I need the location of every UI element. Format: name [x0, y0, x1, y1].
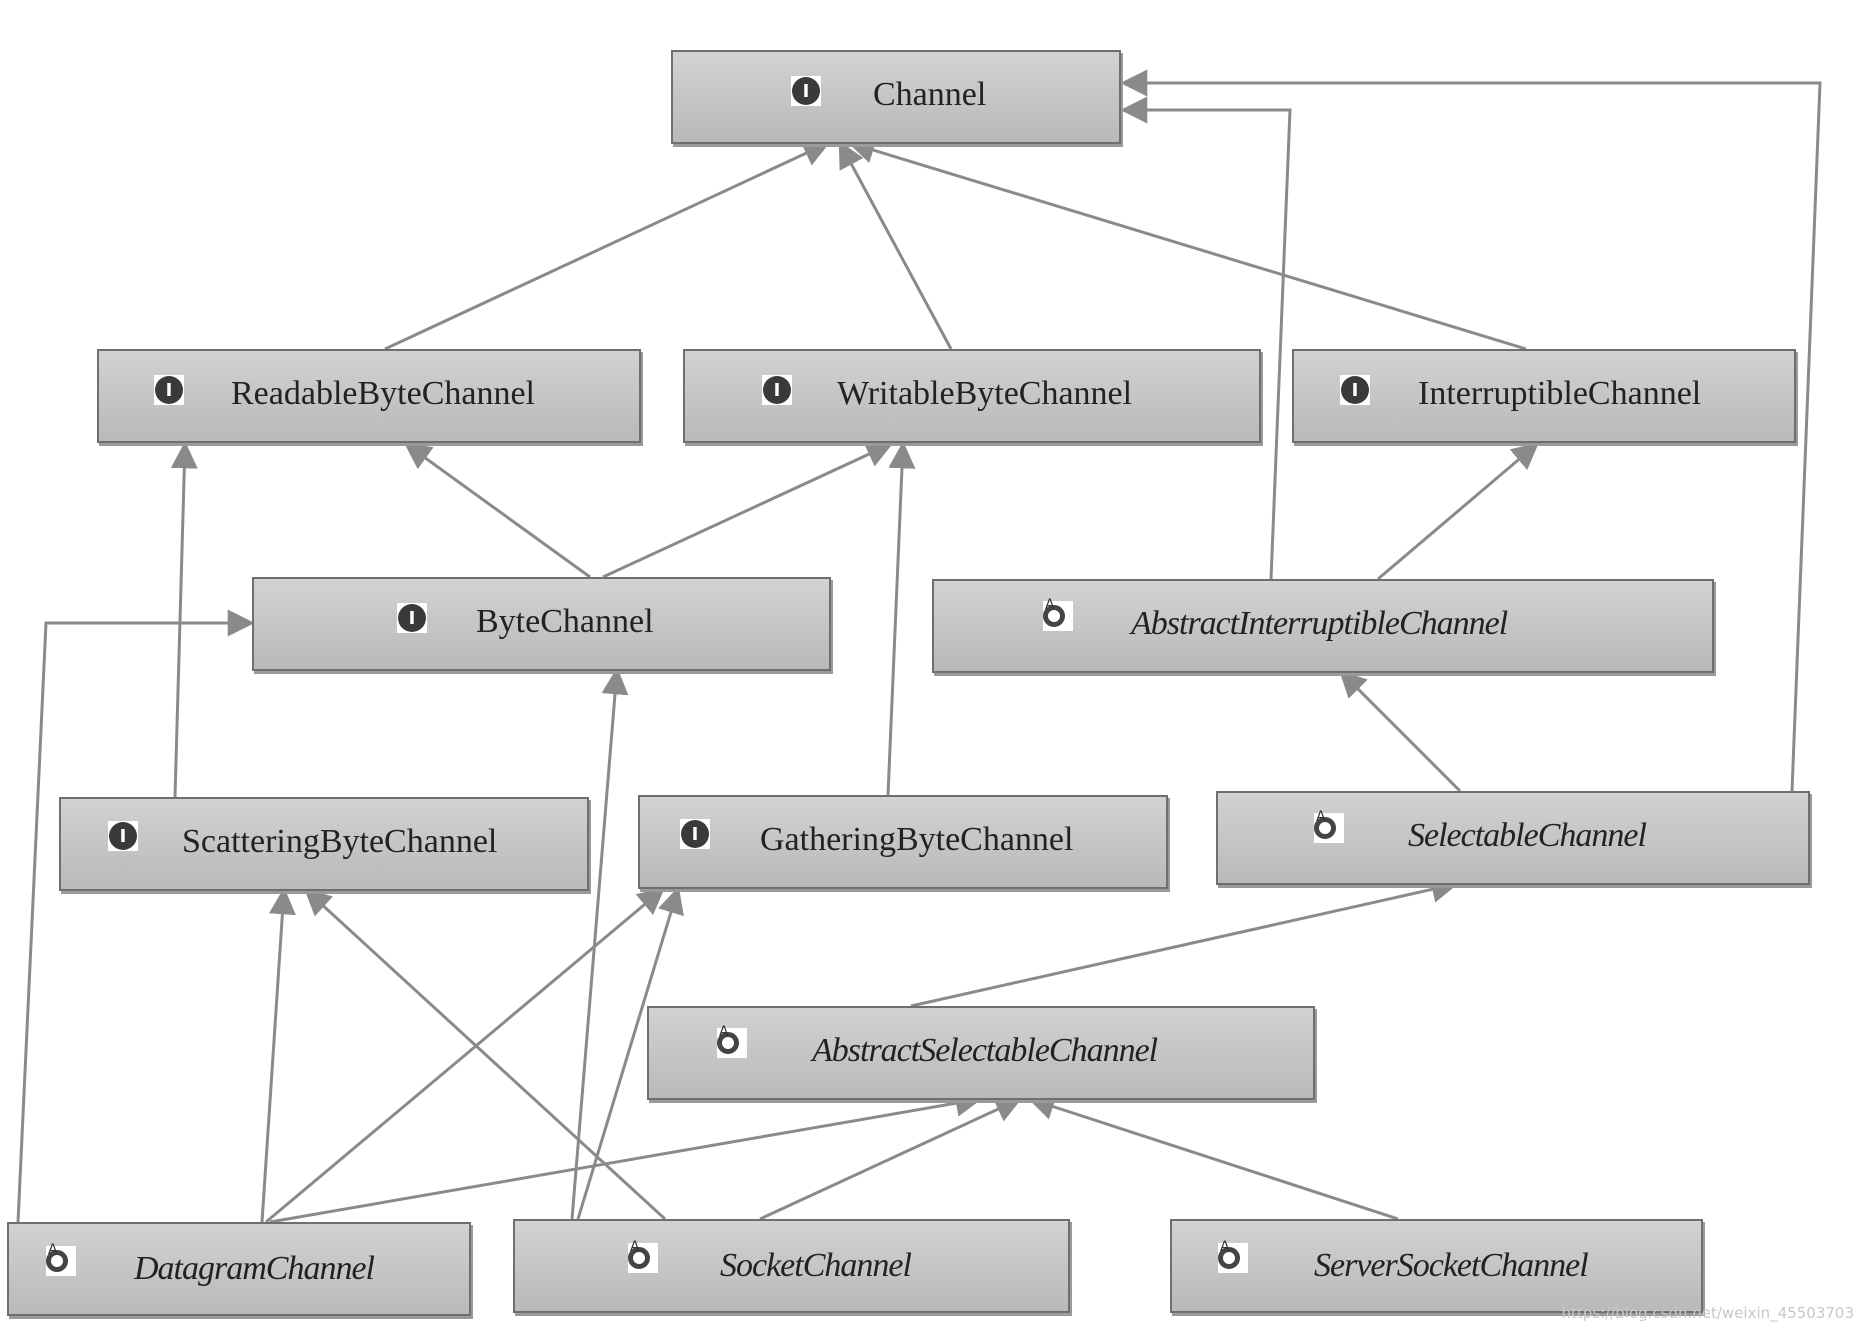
node-label: Channel — [873, 76, 987, 113]
watermark-text: https://blog.csdn.net/weixin_45503703 — [1561, 1304, 1854, 1322]
node-label: AbstractSelectableChannel — [812, 1032, 1158, 1069]
edge-selectable-to-channel — [1120, 69, 1822, 792]
interface-icon: I — [791, 76, 821, 106]
node-gathering-byte-channel[interactable]: I GatheringByteChannel — [638, 795, 1168, 889]
edge-socket-to-abstract-selectable — [759, 1096, 1023, 1221]
node-readable-byte-channel[interactable]: I ReadableByteChannel — [97, 349, 641, 443]
interface-icon: I — [762, 375, 792, 405]
abstract-class-icon: A — [1218, 1239, 1248, 1273]
edge-byte-to-readable — [403, 442, 591, 579]
interface-icon: I — [108, 821, 138, 851]
edge-scattering-to-readable — [170, 441, 198, 798]
edge-socket-to-byte — [570, 667, 629, 1220]
node-label: SelectableChannel — [1408, 817, 1647, 854]
abstract-class-icon: A — [628, 1239, 658, 1273]
abstract-class-icon: A — [1314, 809, 1344, 843]
edge-gathering-to-writable — [886, 441, 916, 796]
node-label: AbstractInterruptibleChannel — [1131, 605, 1508, 642]
edge-socket-to-gathering — [576, 886, 684, 1220]
node-datagram-channel[interactable]: A DatagramChannel — [7, 1222, 471, 1316]
interface-icon: I — [154, 375, 184, 405]
interface-icon: I — [1340, 375, 1370, 405]
node-channel[interactable]: I Channel — [671, 50, 1121, 144]
node-label: SocketChannel — [720, 1247, 912, 1284]
edge-datagram-to-byte — [16, 609, 255, 1223]
node-byte-channel[interactable]: I ByteChannel — [252, 577, 831, 671]
edge-datagram-to-gathering — [265, 887, 666, 1224]
interface-icon: I — [680, 819, 710, 849]
node-label: ByteChannel — [476, 603, 654, 640]
edge-writable-to-channel — [838, 140, 953, 350]
node-label: GatheringByteChannel — [760, 821, 1074, 858]
edge-server-socket-to-abstract-selectable — [1027, 1093, 1399, 1221]
node-socket-channel[interactable]: A SocketChannel — [513, 1219, 1070, 1313]
abstract-class-icon: A — [717, 1024, 747, 1058]
abstract-class-icon: A — [46, 1242, 76, 1276]
edge-datagram-to-abstract-selectable — [269, 1089, 983, 1224]
node-server-socket-channel[interactable]: A ServerSocketChannel — [1170, 1219, 1703, 1313]
edge-abstract-selectable-to-selectable — [910, 876, 1459, 1008]
node-label: InterruptibleChannel — [1418, 375, 1702, 412]
abstract-class-icon: A — [1043, 597, 1073, 631]
edge-socket-to-scattering — [304, 888, 667, 1221]
edge-interruptible-to-channel — [847, 137, 1527, 351]
edge-abstract-interruptible-to-channel — [1120, 96, 1292, 580]
node-writable-byte-channel[interactable]: I WritableByteChannel — [683, 349, 1261, 443]
node-label: WritableByteChannel — [837, 375, 1133, 412]
node-label: ScatteringByteChannel — [182, 823, 498, 860]
edge-readable-to-channel — [384, 141, 831, 351]
node-label: ServerSocketChannel — [1314, 1247, 1589, 1284]
edge-byte-to-writable — [602, 441, 894, 579]
edge-abstract-interruptible-to-interruptible — [1377, 442, 1540, 581]
node-abstract-interruptible-channel[interactable]: A AbstractInterruptibleChannel — [932, 579, 1714, 673]
node-scattering-byte-channel[interactable]: I ScatteringByteChannel — [59, 797, 589, 891]
node-label: DatagramChannel — [134, 1250, 375, 1287]
node-interruptible-channel[interactable]: I InterruptibleChannel — [1292, 349, 1796, 443]
node-selectable-channel[interactable]: A SelectableChannel — [1216, 791, 1810, 885]
node-abstract-selectable-channel[interactable]: A AbstractSelectableChannel — [647, 1006, 1315, 1100]
node-label: ReadableByteChannel — [231, 375, 536, 412]
edge-datagram-to-scattering — [260, 887, 296, 1223]
interface-icon: I — [397, 603, 427, 633]
edge-selectable-to-abstract-interruptible — [1339, 670, 1462, 793]
